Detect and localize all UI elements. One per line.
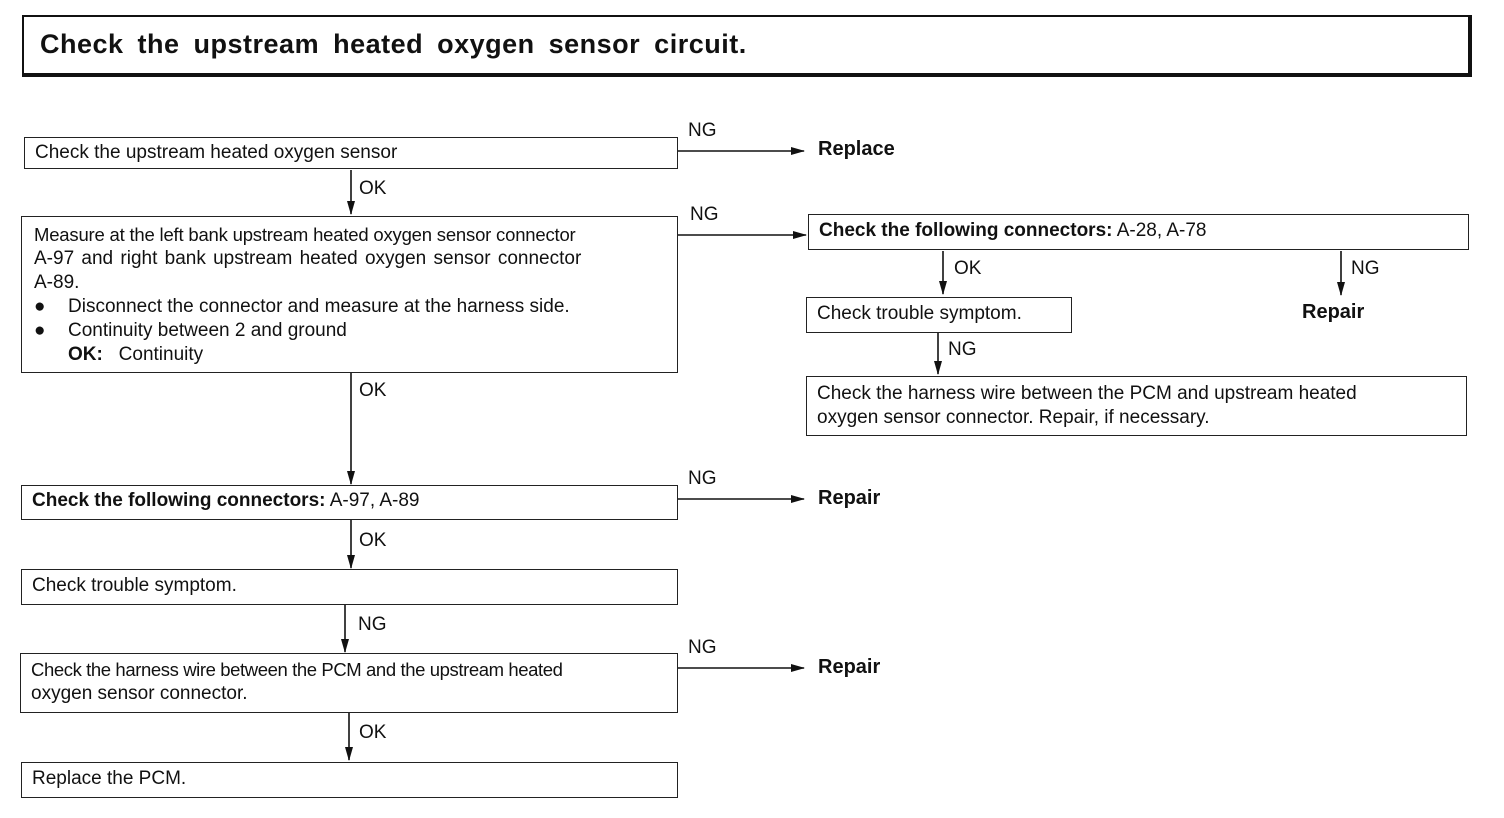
result-repair-side: Repair — [1302, 301, 1365, 323]
side-check-harness: Check the harness wire between the PCM a… — [806, 376, 1467, 436]
step-check-connectors: Check the following connectors: A-97, A-… — [21, 485, 678, 520]
step-measure-connectors: Measure at the left bank upstream heated… — [21, 216, 678, 373]
ok-label-3: OK — [359, 530, 387, 551]
result-repair-3: Repair — [818, 487, 881, 509]
step-check-harness: Check the harness wire between the PCM a… — [20, 653, 678, 713]
ok-label-5: OK — [359, 722, 387, 743]
bullet-continuity: ● Continuity between 2 and ground — [34, 319, 667, 343]
side-harness-line-1: Check the harness wire between the PCM a… — [817, 383, 1357, 404]
step-check-sensor: Check the upstream heated oxygen sensor — [24, 137, 678, 169]
step-check-sensor-text: Check the upstream heated oxygen sensor — [35, 142, 398, 163]
bullet-dot-icon: ● — [34, 296, 46, 317]
bullet-disconnect-text: Disconnect the connector and measure at … — [68, 296, 570, 317]
page-title: Check the upstream heated oxygen sensor … — [22, 15, 1472, 77]
step-replace-pcm-text: Replace the PCM. — [32, 768, 187, 789]
step-check-connectors-list: A-97, A-89 — [329, 490, 420, 511]
step-trouble-symptom-text: Check trouble symptom. — [32, 575, 237, 596]
harness-line-1: Check the harness wire between the PCM a… — [31, 659, 563, 680]
side-trouble-symptom-text: Check trouble symptom. — [817, 303, 1022, 324]
ok-criteria-value: Continuity — [118, 344, 204, 365]
ok-label-2: OK — [359, 380, 387, 401]
step-trouble-symptom: Check trouble symptom. — [21, 569, 678, 605]
side-trouble-symptom: Check trouble symptom. — [806, 297, 1072, 333]
result-repair-5: Repair — [818, 656, 881, 678]
ng-label-3: NG — [688, 468, 717, 489]
harness-line-2: oxygen sensor connector. — [31, 683, 248, 704]
measure-line-2: A-97 and right bank upstream heated oxyg… — [34, 248, 582, 269]
step-replace-pcm: Replace the PCM. — [21, 762, 678, 798]
bullet-disconnect: ● Disconnect the connector and measure a… — [34, 295, 667, 319]
ok-criteria: OK: Continuity — [34, 343, 667, 367]
ng-label-5: NG — [688, 637, 717, 658]
bullet-continuity-text: Continuity between 2 and ground — [68, 320, 347, 341]
ng-label-1: NG — [688, 120, 717, 141]
measure-line-1: Measure at the left bank upstream heated… — [34, 224, 576, 245]
measure-line-3: A-89. — [34, 272, 80, 293]
ng-label-side-1: NG — [1351, 258, 1380, 279]
ok-label-side: OK — [954, 258, 982, 279]
bullet-dot-icon: ● — [34, 320, 46, 341]
side-harness-line-2: oxygen sensor connector. Repair, if nece… — [817, 407, 1210, 428]
ok-label-1: OK — [359, 178, 387, 199]
ng-label-4: NG — [358, 614, 387, 635]
ng-label-2: NG — [690, 204, 719, 225]
result-replace: Replace — [818, 138, 895, 160]
step-check-connectors-bold: Check the following connectors: — [32, 490, 326, 511]
side-check-connectors-bold: Check the following connectors: — [819, 220, 1113, 241]
ok-criteria-label: OK: — [68, 344, 103, 365]
side-check-connectors: Check the following connectors: A-28, A-… — [808, 214, 1469, 250]
ng-label-side-2: NG — [948, 339, 977, 360]
side-check-connectors-list: A-28, A-78 — [1116, 220, 1207, 241]
